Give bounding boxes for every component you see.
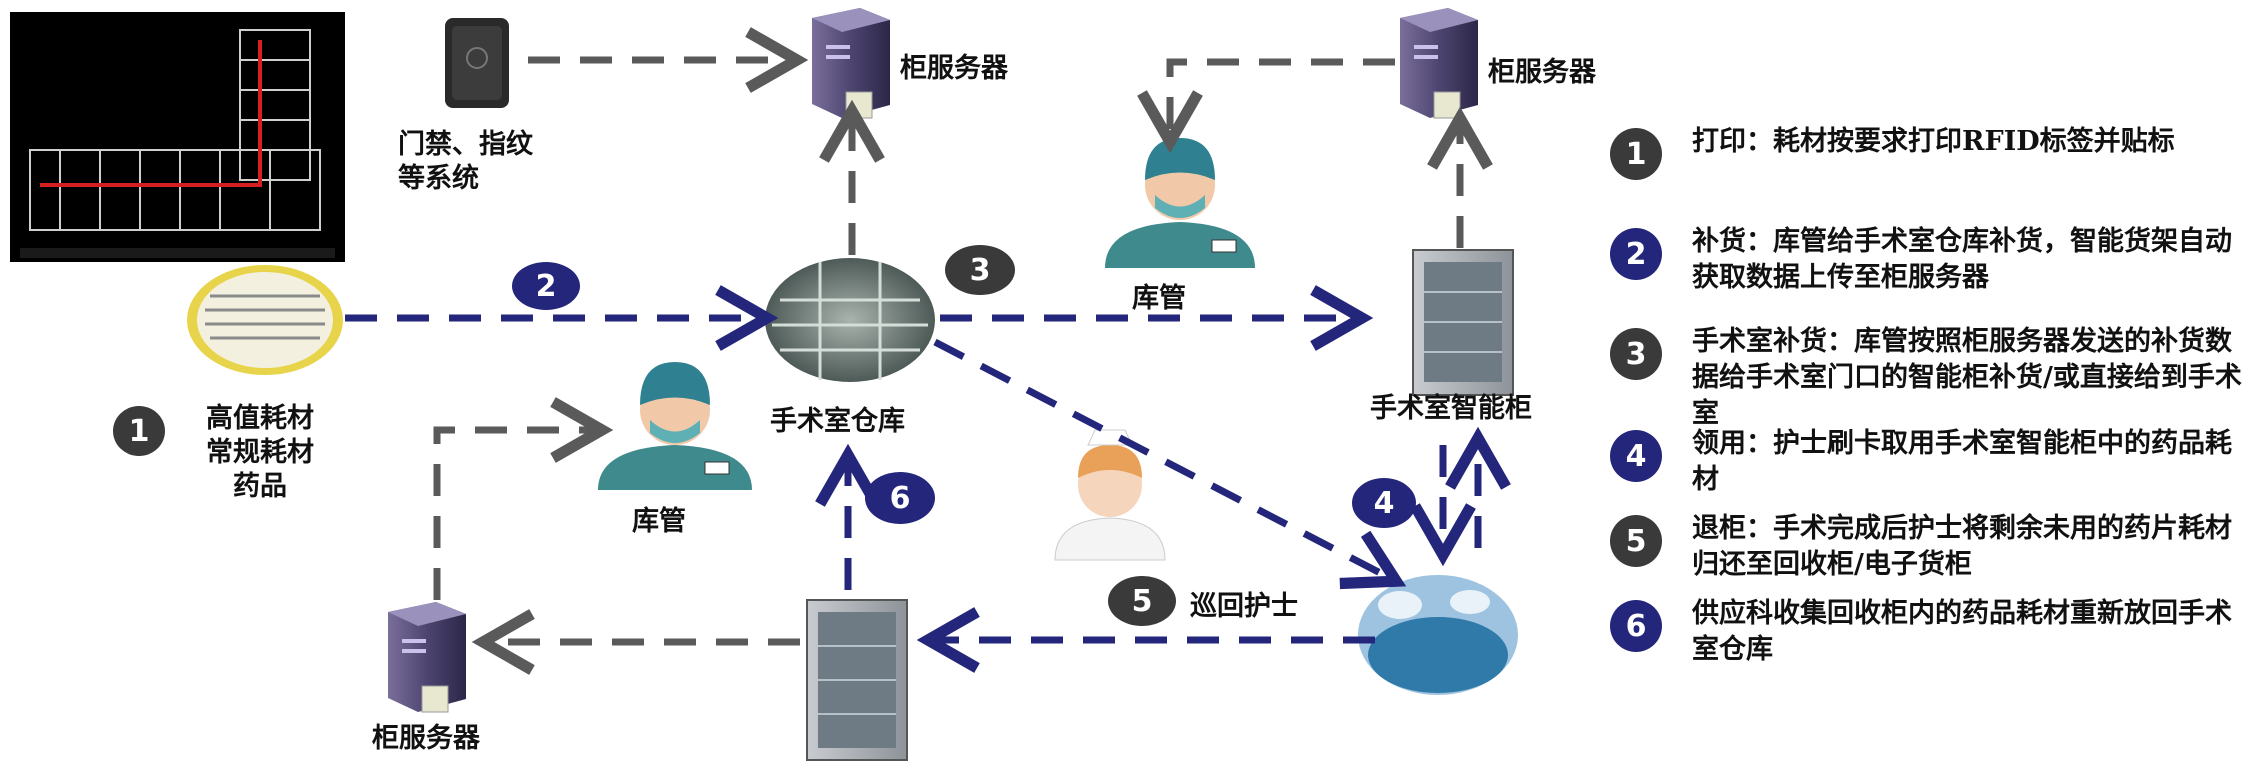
keeper-label-top: 库管 bbox=[1132, 283, 1186, 314]
legend-text-4: 领用：护士刷卡取用手术室智能柜中的药品耗材 bbox=[1692, 428, 2232, 495]
keeper-icon-top bbox=[1105, 138, 1255, 268]
or-warehouse-label: 手术室仓库 bbox=[770, 406, 905, 437]
legend-text-2: 补货：库管给手术室仓库补货，智能货架自动获取数据上传至柜服务器 bbox=[1692, 226, 2232, 293]
access-reader-device bbox=[445, 18, 509, 108]
cabinet-server-label-bottom-left: 柜服务器 bbox=[372, 723, 480, 754]
circulating-nurse-label: 巡回护士 bbox=[1190, 591, 1298, 622]
server-icon-top-right bbox=[1400, 8, 1478, 119]
legend-badge-5: 5 bbox=[1610, 515, 1662, 567]
step-badge-3: 3 bbox=[945, 245, 1015, 295]
arrow-warehouse-to-or bbox=[933, 338, 1407, 590]
nurse-icon bbox=[1054, 429, 1166, 561]
cabinet-server-label-top-right: 柜服务器 bbox=[1488, 57, 1596, 88]
legend-badge-6: 6 bbox=[1610, 600, 1662, 652]
or-smart-cabinet-label: 手术室智能柜 bbox=[1370, 393, 1532, 424]
legend-badge-3: 3 bbox=[1610, 328, 1662, 380]
gray-arrows bbox=[433, 27, 1493, 675]
or-smart-cabinet-image bbox=[1412, 249, 1514, 396]
arrow-server-to-keeper bbox=[1137, 58, 1395, 154]
floor-plan-image bbox=[10, 12, 345, 262]
cabinet-server-label-top-center: 柜服务器 bbox=[900, 53, 1008, 84]
navy-arrows bbox=[345, 285, 1511, 673]
step-badge-4: 4 bbox=[1352, 478, 1416, 528]
legend-text-1: 打印：耗材按要求打印RFID标签并贴标 bbox=[1692, 126, 2175, 157]
consumables-labels-image bbox=[187, 265, 343, 375]
legend-text-3: 手术室补货：库管按照柜服务器发送的补货数据给手术室门口的智能柜补货/或直接给到手… bbox=[1692, 326, 2242, 429]
step-badge-5: 5 bbox=[1108, 576, 1176, 626]
server-icon-bottom-left bbox=[388, 602, 466, 713]
step-badge-1: 1 bbox=[113, 406, 165, 456]
legend-badge-4: 4 bbox=[1610, 430, 1662, 482]
recycle-cabinet-image bbox=[806, 599, 908, 761]
step-badge-2: 2 bbox=[512, 262, 580, 310]
or-warehouse-image bbox=[765, 258, 935, 382]
keeper-icon-middle bbox=[598, 362, 752, 490]
step-badge-6: 6 bbox=[865, 472, 935, 524]
legend-text-5: 退柜：手术完成后护士将剩余未用的药片耗材归还至回收柜/电子货柜 bbox=[1692, 513, 2232, 580]
keeper-label-middle: 库管 bbox=[632, 506, 686, 537]
server-icon-top-center bbox=[812, 8, 890, 119]
legend-text-6: 供应科收集回收柜内的药品耗材重新放回手术室仓库 bbox=[1692, 598, 2232, 665]
operating-room-image bbox=[1358, 575, 1518, 695]
legend-badge-2: 2 bbox=[1610, 228, 1662, 280]
arrow-server-to-keeper-mid bbox=[433, 397, 614, 600]
access-system-label: 门禁、指纹 等系统 bbox=[398, 129, 533, 194]
legend-badge-1: 1 bbox=[1610, 128, 1662, 180]
consumables-label: 高值耗材 常规耗材 药品 bbox=[206, 403, 314, 502]
